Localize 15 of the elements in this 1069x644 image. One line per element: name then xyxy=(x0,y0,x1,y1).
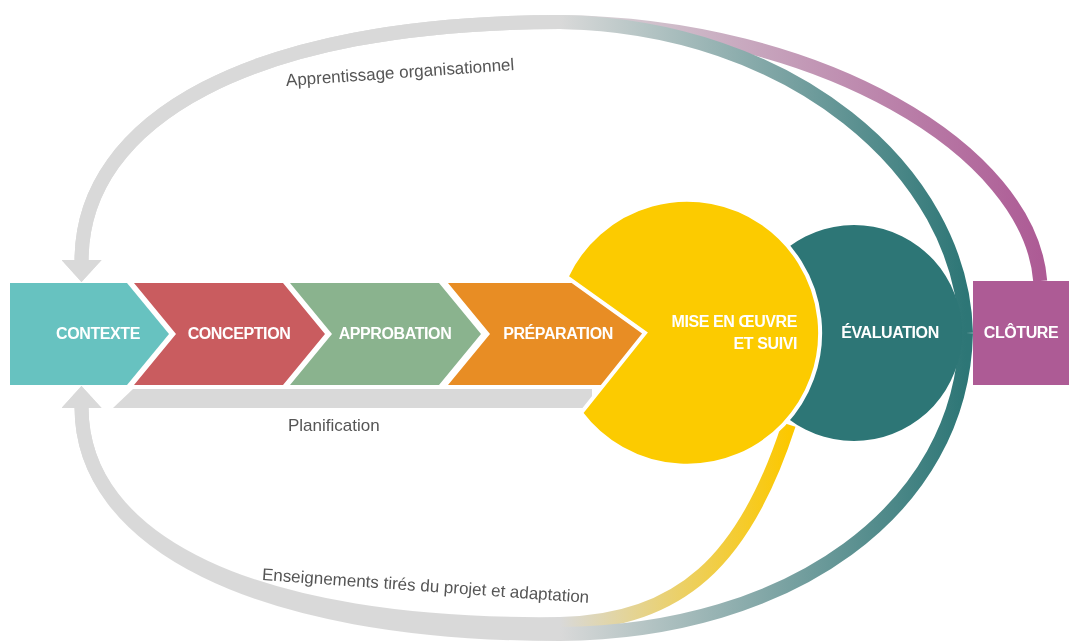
step-label: CONCEPTION xyxy=(186,324,292,344)
edge-label: Apprentissage organisationnel xyxy=(285,54,516,92)
step-label: CLÔTURE xyxy=(982,322,1060,343)
phase-box xyxy=(973,281,1069,385)
process-step xyxy=(290,283,481,385)
step-label: APPROBATION xyxy=(337,324,453,344)
edge-label: Enseignements tirés du projet et adaptation xyxy=(261,564,591,609)
step-label: MISE EN ŒUVRE ET SUIVI xyxy=(670,312,797,354)
step-label: PRÉPARATION xyxy=(502,323,614,344)
process-step xyxy=(10,283,169,385)
step-label: ÉVALUATION xyxy=(840,322,940,343)
arrow xyxy=(61,15,973,334)
step-label: CONTEXTE xyxy=(55,324,141,344)
arrow xyxy=(61,332,973,641)
phase-label: Planification xyxy=(288,415,381,437)
